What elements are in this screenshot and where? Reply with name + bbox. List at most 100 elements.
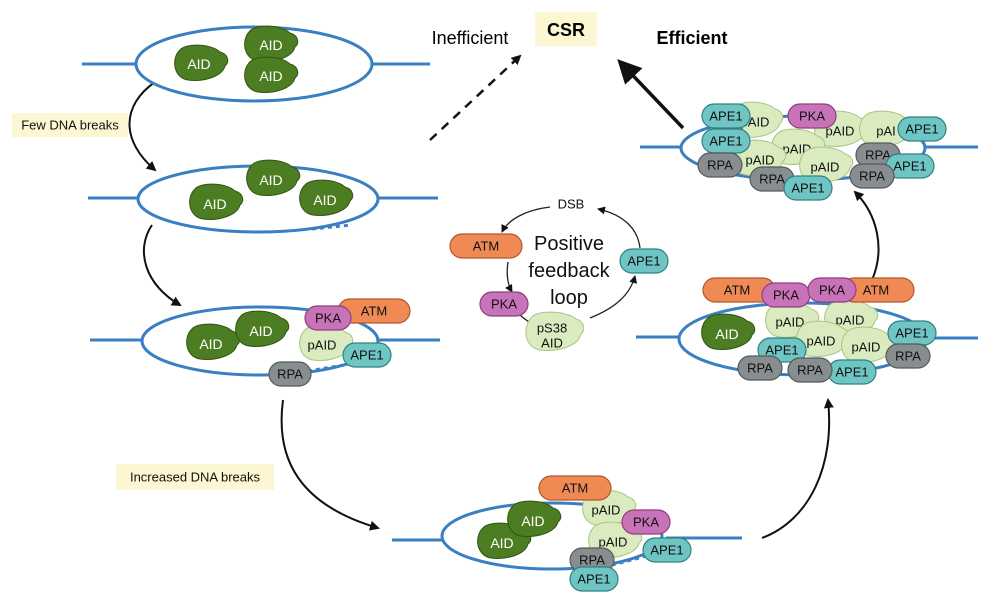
efficient-label: Efficient bbox=[656, 28, 727, 48]
rpa-protein: RPA bbox=[737, 355, 783, 381]
svg-text:APE1: APE1 bbox=[650, 543, 683, 558]
rpa-protein: RPA bbox=[787, 357, 833, 383]
aid-protein: AID bbox=[174, 44, 229, 81]
pka-protein: PKA bbox=[761, 282, 811, 308]
svg-text:AID: AID bbox=[249, 323, 272, 339]
svg-text:RPA: RPA bbox=[859, 169, 885, 184]
svg-text:pAID: pAID bbox=[811, 160, 840, 175]
pka-protein: PKA bbox=[807, 277, 857, 303]
aid-protein: AID bbox=[246, 159, 301, 196]
paid-protein: pAI bbox=[859, 110, 914, 147]
rpa-protein: RPA bbox=[849, 163, 895, 189]
svg-text:APE1: APE1 bbox=[709, 134, 742, 149]
arrow-step2-to-3 bbox=[143, 224, 182, 306]
ape1-protein: APE1 bbox=[619, 248, 669, 274]
svg-text:RPA: RPA bbox=[797, 363, 823, 378]
svg-text:AID: AID bbox=[715, 326, 738, 342]
svg-text:PKA: PKA bbox=[633, 515, 659, 530]
svg-text:AID: AID bbox=[259, 68, 282, 84]
svg-text:APE1: APE1 bbox=[709, 109, 742, 124]
arrow-step5-to-6 bbox=[853, 190, 880, 281]
svg-text:RPA: RPA bbox=[277, 367, 303, 382]
svg-text:APE1: APE1 bbox=[627, 254, 660, 269]
svg-text:pAID: pAID bbox=[592, 503, 621, 518]
svg-text:AID: AID bbox=[521, 513, 544, 529]
svg-text:APE1: APE1 bbox=[893, 159, 926, 174]
dsb-label: DSB bbox=[558, 197, 585, 212]
svg-text:pAID: pAID bbox=[807, 334, 836, 349]
pka-protein: PKA bbox=[304, 305, 352, 331]
aid-protein: AID bbox=[299, 179, 354, 216]
arrow-step4-to-5 bbox=[761, 398, 834, 539]
svg-text:PKA: PKA bbox=[799, 109, 825, 124]
svg-text:RPA: RPA bbox=[865, 148, 891, 163]
step3-switch-region: AID AID pAID ATM PKA APE1 RPA bbox=[90, 298, 440, 387]
arrow-step3-to-4 bbox=[280, 399, 380, 531]
increased-breaks-highlight bbox=[116, 464, 274, 490]
step1-switch-region: AID AID AID bbox=[82, 25, 430, 103]
ape1-protein: APE1 bbox=[827, 359, 877, 385]
ape1-protein: APE1 bbox=[642, 537, 692, 563]
aid-protein: AID bbox=[186, 323, 241, 360]
svg-text:PKA: PKA bbox=[315, 311, 341, 326]
svg-text:pAID: pAID bbox=[746, 153, 775, 168]
svg-text:pAID: pAID bbox=[599, 535, 628, 550]
increased-breaks-label: Increased DNA breaks bbox=[130, 470, 261, 485]
svg-text:pS38: pS38 bbox=[537, 321, 567, 336]
ape1-protein: APE1 bbox=[569, 566, 619, 592]
svg-text:ATM: ATM bbox=[361, 304, 387, 319]
ape1-protein: APE1 bbox=[701, 103, 751, 129]
svg-text:PKA: PKA bbox=[491, 297, 517, 312]
svg-text:AID: AID bbox=[199, 336, 222, 352]
rpa-protein: RPA bbox=[885, 343, 931, 369]
svg-text:RPA: RPA bbox=[895, 349, 921, 364]
loop-title-line2: feedback bbox=[528, 260, 610, 282]
loop-title-line3: loop bbox=[550, 287, 588, 309]
svg-text:RPA: RPA bbox=[759, 172, 785, 187]
svg-text:AID: AID bbox=[259, 172, 282, 188]
svg-text:ATM: ATM bbox=[724, 283, 750, 298]
rpa-protein: RPA bbox=[749, 166, 795, 192]
rpa-protein: RPA bbox=[268, 361, 312, 387]
positive-feedback-loop: DSB ATM PKA APE1 pS38 AID Positive feedb… bbox=[449, 197, 669, 351]
step6-switch-region: pAID pAID pAI pAID pAID pAID APE1 PKA bbox=[640, 101, 978, 201]
svg-text:AID: AID bbox=[259, 37, 282, 53]
paid-protein: pAID bbox=[841, 326, 896, 363]
svg-text:RPA: RPA bbox=[579, 553, 605, 568]
ape1-protein: APE1 bbox=[885, 153, 935, 179]
svg-text:RPA: RPA bbox=[707, 158, 733, 173]
aid-protein: AID bbox=[244, 56, 299, 93]
svg-text:AID: AID bbox=[203, 196, 226, 212]
svg-text:APE1: APE1 bbox=[791, 181, 824, 196]
pka-protein: PKA bbox=[787, 103, 837, 129]
ape1-protein: APE1 bbox=[701, 128, 751, 154]
svg-text:APE1: APE1 bbox=[835, 365, 868, 380]
svg-text:PKA: PKA bbox=[773, 288, 799, 303]
svg-text:AID: AID bbox=[313, 192, 336, 208]
rpa-protein: RPA bbox=[697, 152, 743, 178]
ps38-aid-protein: pS38 AID bbox=[525, 311, 585, 351]
svg-text:ATM: ATM bbox=[562, 481, 588, 496]
svg-text:pAID: pAID bbox=[826, 124, 855, 139]
step2-switch-region: AID AID AID bbox=[88, 159, 438, 234]
ape1-protein: APE1 bbox=[342, 342, 392, 368]
paid-protein: pAID bbox=[814, 110, 869, 147]
csr-label: CSR bbox=[547, 20, 585, 40]
csr-highlight bbox=[535, 12, 597, 46]
paid-protein: pAID bbox=[799, 146, 854, 183]
loop-title-line1: Positive bbox=[534, 233, 604, 255]
svg-text:AID: AID bbox=[187, 56, 210, 72]
atm-protein: ATM bbox=[538, 475, 612, 501]
svg-text:PKA: PKA bbox=[819, 283, 845, 298]
svg-text:APE1: APE1 bbox=[577, 572, 610, 587]
atm-protein: ATM bbox=[702, 277, 776, 303]
svg-text:ATM: ATM bbox=[863, 283, 889, 298]
svg-text:RPA: RPA bbox=[747, 361, 773, 376]
aid-protein: AID bbox=[507, 500, 562, 537]
aid-protein: AID bbox=[244, 25, 299, 62]
step4-switch-region: AID AID pAID pAID ATM PKA APE1 RPA bbox=[392, 475, 742, 592]
svg-text:pAID: pAID bbox=[308, 338, 337, 353]
efficient-arrow bbox=[617, 59, 685, 130]
